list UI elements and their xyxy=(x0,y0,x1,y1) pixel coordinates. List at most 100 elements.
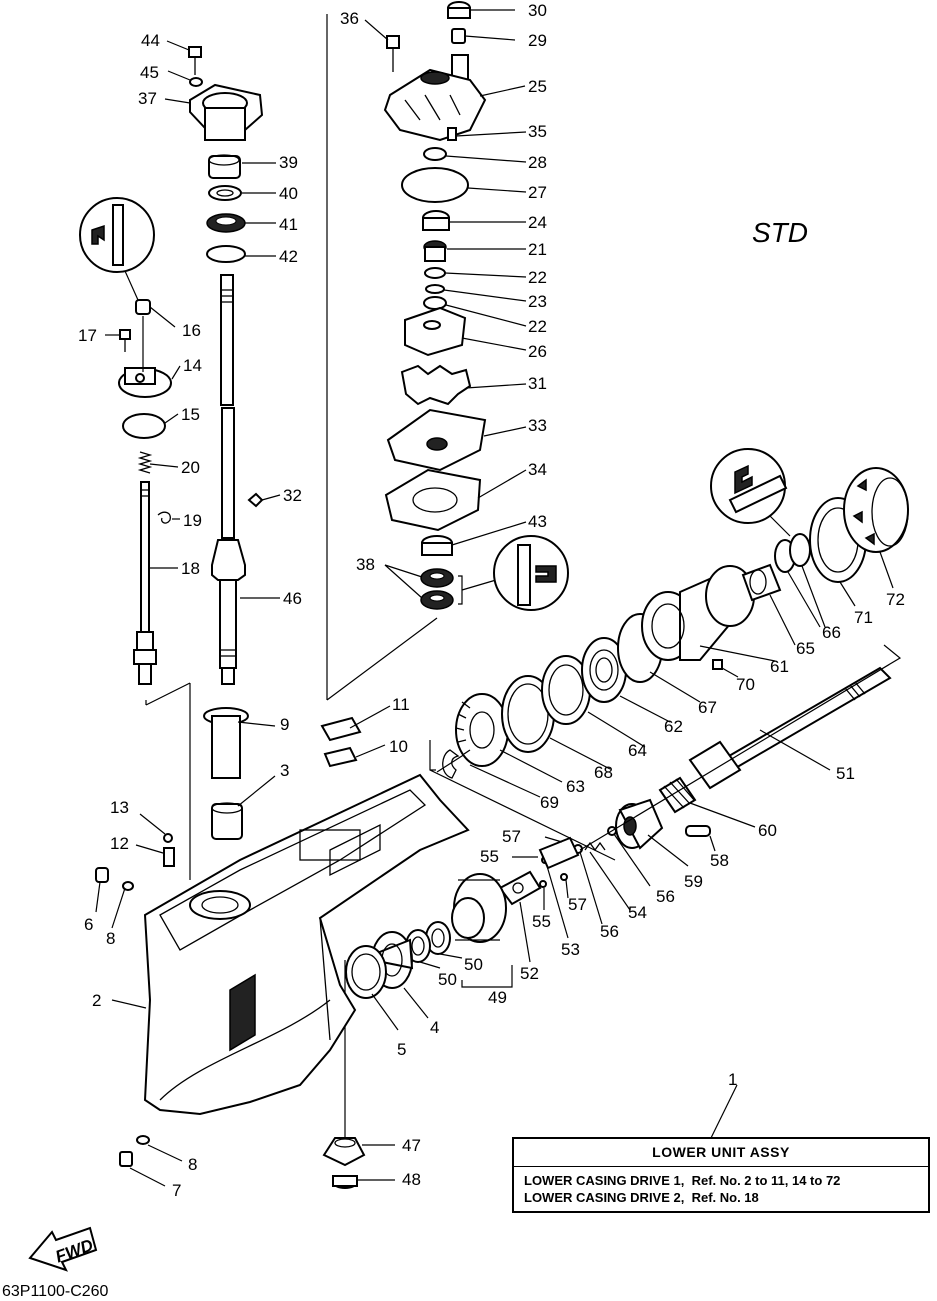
callout-labels: 44 45 37 39 40 41 42 17 16 14 15 20 19 1… xyxy=(78,1,905,1200)
part-ball-bearing xyxy=(581,637,627,703)
callout-label: 5 xyxy=(397,1040,406,1059)
part-pin xyxy=(447,127,457,141)
callout-label: 8 xyxy=(106,929,115,948)
part-plunger xyxy=(538,836,580,870)
callout-label: 36 xyxy=(340,9,359,28)
part-shift-rod-holder xyxy=(118,316,172,398)
callout-label: 55 xyxy=(480,847,499,866)
part-shift-rod xyxy=(133,481,157,685)
part-propeller-shaft-housing xyxy=(641,565,755,661)
callout-label: 49 xyxy=(488,988,507,1007)
part-circlip xyxy=(442,749,460,779)
part-needle-bearing xyxy=(211,802,243,840)
part-ring-nut xyxy=(843,467,909,553)
callout-label: 2 xyxy=(92,991,101,1010)
callout-label: 1 xyxy=(728,1070,737,1089)
callout-label: 52 xyxy=(520,964,539,983)
callout-label: 22 xyxy=(528,317,547,336)
callout-label: 45 xyxy=(140,63,159,82)
part-drain-plug xyxy=(95,867,109,883)
part-outer-plate xyxy=(386,408,487,472)
part-ball xyxy=(539,880,547,888)
group-bracket xyxy=(579,644,902,851)
callout-label: 71 xyxy=(854,608,873,627)
callout-label: 53 xyxy=(561,940,580,959)
part-oil-seal xyxy=(789,533,811,567)
callout-label: 57 xyxy=(568,895,587,914)
callout-label: 43 xyxy=(528,512,547,531)
part-washer xyxy=(424,267,446,279)
callout-label: 40 xyxy=(279,184,298,203)
callout-label: 28 xyxy=(528,153,547,172)
callout-label: 7 xyxy=(172,1181,181,1200)
callout-label: 11 xyxy=(392,695,410,714)
part-bolt xyxy=(386,35,400,72)
part-gasket xyxy=(136,1135,150,1145)
callout-label: 6 xyxy=(84,915,93,934)
part-sleeve xyxy=(203,707,249,779)
callout-label: 29 xyxy=(528,31,547,50)
callout-label: 33 xyxy=(528,416,547,435)
part-bearing xyxy=(208,154,241,179)
callout-label: 55 xyxy=(532,912,551,931)
part-gasket xyxy=(122,881,134,891)
part-oil-seal xyxy=(423,240,447,262)
callout-label: 44 xyxy=(141,31,160,50)
part-bushing xyxy=(135,299,176,328)
catalog-code: 63P1100-C260 xyxy=(2,1283,109,1300)
part-nut xyxy=(332,1175,358,1189)
part-bolt xyxy=(188,46,202,75)
part-impeller xyxy=(400,364,472,406)
detail-circle xyxy=(493,535,569,611)
part-needle-bearing xyxy=(741,563,782,602)
part-water-pump-housing xyxy=(383,54,487,142)
callout-label: 67 xyxy=(698,698,717,717)
part-plate xyxy=(320,716,362,742)
callout-label: 48 xyxy=(402,1170,421,1189)
part-cross-pin xyxy=(685,825,711,837)
callout-label: 23 xyxy=(528,292,547,311)
part-key xyxy=(712,659,723,670)
part-pinion-gear xyxy=(322,1137,366,1167)
group-bracket xyxy=(429,740,616,861)
callout-label: 13 xyxy=(110,798,129,817)
part-oil-seal-pair xyxy=(420,568,497,610)
callout-label: 65 xyxy=(796,639,815,658)
callout-label: 30 xyxy=(528,1,547,20)
callout-label: 56 xyxy=(600,922,619,941)
part-spring xyxy=(137,451,153,474)
callout-label: 68 xyxy=(594,763,613,782)
part-reverse-gear xyxy=(455,693,509,767)
part-clip xyxy=(157,511,171,524)
callout-label: 41 xyxy=(279,215,298,234)
part-propeller-shaft xyxy=(688,666,892,790)
callout-label: 35 xyxy=(528,122,547,141)
callout-label: 63 xyxy=(566,777,585,796)
callout-label: 8 xyxy=(188,1155,197,1174)
callout-label: 64 xyxy=(628,741,647,760)
part-key xyxy=(247,492,264,508)
part-plug xyxy=(163,847,175,867)
callout-label: 57 xyxy=(502,827,521,846)
callout-label: 3 xyxy=(280,761,289,780)
part-plate xyxy=(323,746,358,768)
part-grommet xyxy=(447,1,471,19)
callout-label: 12 xyxy=(110,834,129,853)
callout-label: 47 xyxy=(402,1136,421,1155)
part-o-ring xyxy=(401,167,469,203)
callout-label: 21 xyxy=(528,240,547,259)
callout-label: 19 xyxy=(183,511,202,530)
callout-label: 10 xyxy=(389,737,408,756)
callout-label: 37 xyxy=(138,89,157,108)
part-washer xyxy=(189,77,203,87)
callout-label: 69 xyxy=(540,793,559,812)
callout-label: 59 xyxy=(684,872,703,891)
part-drive-shaft xyxy=(211,274,246,685)
forward-direction-arrow: FWD xyxy=(28,1226,98,1272)
callout-label: 70 xyxy=(736,675,755,694)
callout-label: 39 xyxy=(279,153,298,172)
part-ball xyxy=(163,833,173,843)
callout-label: 15 xyxy=(181,405,200,424)
callout-label: 51 xyxy=(836,764,855,783)
